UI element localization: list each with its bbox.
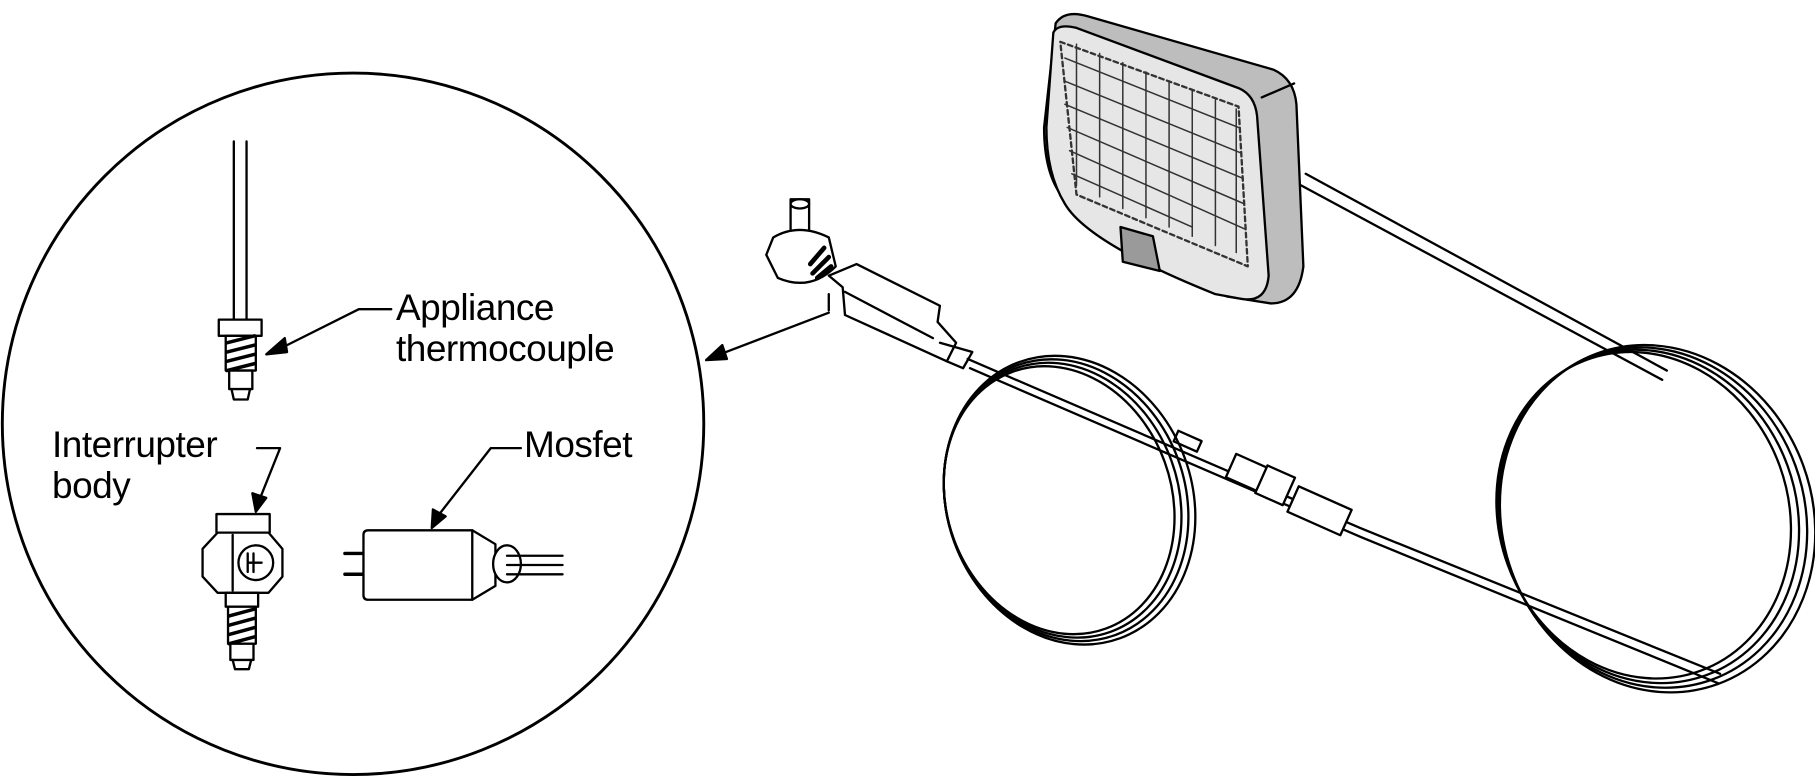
appliance-thermocouple-drawing <box>217 140 263 401</box>
mosfet-drawing <box>343 529 564 601</box>
interrupter-body-drawing <box>201 512 284 671</box>
cable-coil-large <box>1495 343 1815 694</box>
inline-connectors <box>1172 429 1353 537</box>
callout-arrow <box>718 311 830 356</box>
appliance-leader <box>276 308 393 351</box>
label-interrupter-body: Interrupter body <box>52 424 218 506</box>
mosfet-leader <box>436 446 523 518</box>
interrupter-fitting <box>765 198 837 284</box>
cable-coil-small <box>942 354 1197 646</box>
heater-panel <box>1042 12 1305 305</box>
label-appliance-line2: thermocouple <box>396 328 615 369</box>
label-appliance-thermocouple: Appliance thermocouple <box>396 287 615 369</box>
label-appliance-line1: Appliance <box>396 287 555 328</box>
interrupter-leader <box>255 446 282 502</box>
label-interrupter-line1: Interrupter <box>52 424 218 465</box>
label-interrupter-line2: body <box>52 465 131 506</box>
detail-circle <box>0 71 706 776</box>
cable <box>966 172 1722 685</box>
label-mosfet: Mosfet <box>524 424 633 465</box>
cable-connector <box>827 262 974 370</box>
